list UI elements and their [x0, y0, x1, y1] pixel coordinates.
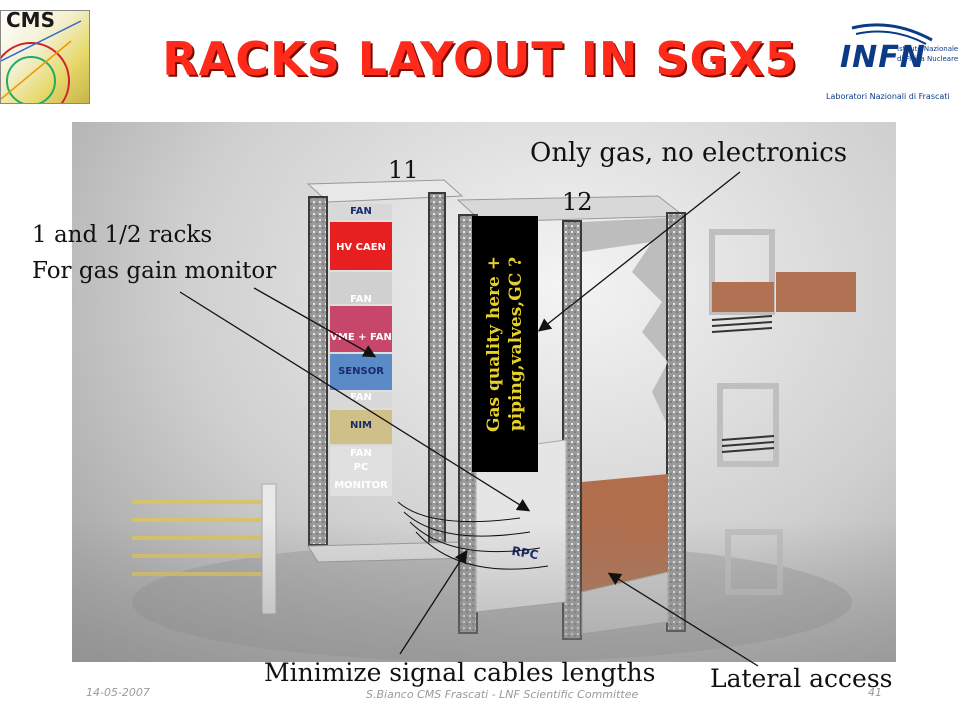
infn-subtitle-line2: di Fisica Nucleare [897, 55, 959, 63]
cms-logo-graphic [1, 20, 82, 103]
footer-author: S.Bianco CMS Frascati - LNF Scientific C… [366, 688, 639, 701]
footer-date: 14-05-2007 [86, 686, 150, 699]
lateral-access-label: Lateral access [710, 664, 893, 693]
infn-logo-text: INFN [840, 40, 926, 75]
only-gas-label: Only gas, no electronics [530, 138, 848, 168]
footer-page-number: 41 [868, 686, 882, 699]
rack-module-hv-caen: HV CAEN [336, 242, 386, 253]
rack-module-fan-4: FAN [350, 448, 372, 459]
rack-module-fan-3: FAN [350, 392, 372, 403]
minimize-cables-label: Minimize signal cables lengths [264, 658, 656, 687]
rack-module-vme-fan: VME + FAN [330, 332, 392, 343]
racks-label-line1: 1 and 1/2 racks [32, 222, 213, 248]
gas-quality-text: Gas quality here + piping,valves,GC ? [483, 219, 527, 469]
cms-logo [0, 10, 90, 104]
rack-module-fan-1: FAN [350, 206, 372, 217]
rack-module-fan-2: FAN [350, 294, 372, 305]
rack-module-pc: PC [353, 462, 369, 473]
infn-logo [822, 18, 952, 108]
racks-label-line2: For gas gain monitor [32, 258, 277, 284]
gas-quality-line1: Gas quality here + [484, 256, 504, 432]
infn-subtitle-line1: Istituto Nazionale [897, 45, 959, 53]
rack-module-nim: NIM [349, 420, 373, 431]
cms-logo-text: CMS [6, 8, 55, 32]
infn-lab-name: Laboratori Nazionali di Frascati [826, 92, 950, 101]
rack-module-sensor: SENSOR [338, 366, 384, 377]
rack-12-label: 12 [562, 188, 593, 216]
rack-module-monitor: MONITOR [334, 480, 388, 491]
infn-logo-graphic [851, 23, 933, 45]
rack-11-label: 11 [388, 156, 419, 184]
floor-shadow [72, 520, 896, 662]
gas-quality-line2: piping,valves,GC ? [506, 256, 526, 432]
slide-title: RACKS LAYOUT IN SGX5 [162, 32, 798, 86]
